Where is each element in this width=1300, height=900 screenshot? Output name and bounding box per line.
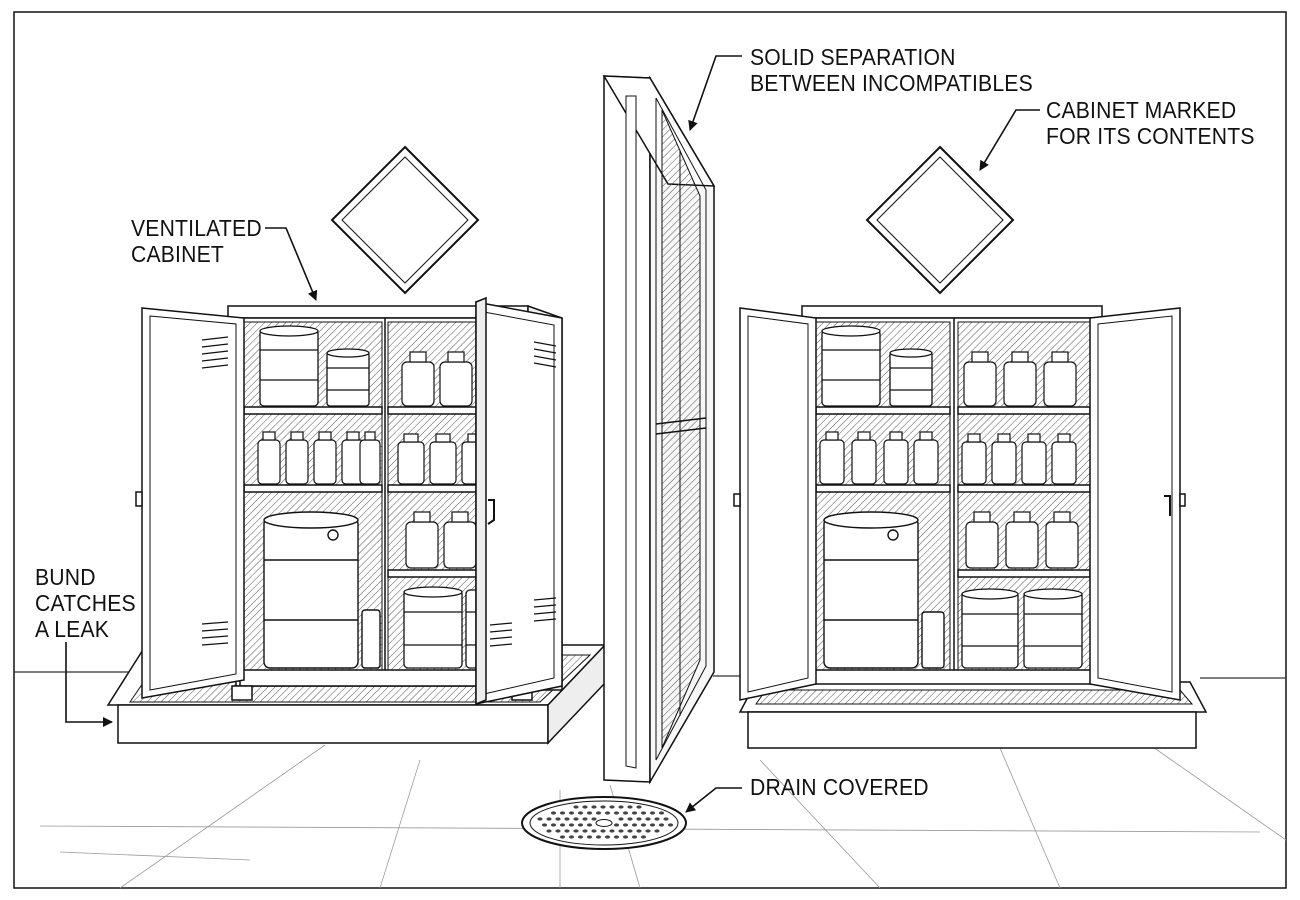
door-right-cabinet-right xyxy=(1089,307,1186,701)
bottles-mid-left-right-cabinet xyxy=(819,431,939,485)
label-ventilated-line-2: CABINET xyxy=(131,241,225,267)
label-ventilated: VENTILATED CABINET xyxy=(131,215,262,267)
drums-top-left xyxy=(259,325,370,407)
label-bund-line-2: CATCHES xyxy=(35,590,136,616)
hazard-placard-right xyxy=(865,145,1015,295)
door-left-cabinet-left xyxy=(135,307,245,699)
floor-drain xyxy=(521,796,687,850)
drum-bottom-left xyxy=(263,511,381,669)
bund-leader xyxy=(65,642,113,727)
door-left-cabinet-right xyxy=(733,307,817,701)
leader-lines xyxy=(65,55,1040,813)
bund-tray-right xyxy=(738,681,1208,749)
cabinet-left xyxy=(135,296,563,706)
bottles-mid-left xyxy=(257,431,381,485)
label-marked-line-1: CABINET MARKED xyxy=(1046,97,1237,123)
ventilated-leader xyxy=(265,227,318,301)
label-bund-line-1: BUND xyxy=(35,564,96,590)
label-marked: CABINET MARKED FOR ITS CONTENTS xyxy=(1046,97,1255,149)
drain-leader xyxy=(685,787,742,813)
label-separation-line-1: SOLID SEPARATION xyxy=(750,44,956,70)
drums-bottom-right-right-cabinet xyxy=(961,588,1083,669)
label-drain-line-1: DRAIN COVERED xyxy=(750,774,929,800)
label-drain: DRAIN COVERED xyxy=(750,774,929,800)
bottles-mid-right-right-cabinet xyxy=(961,433,1077,485)
cabinet-right xyxy=(733,305,1186,701)
page-frame xyxy=(13,11,1287,889)
label-marked-line-2: FOR ITS CONTENTS xyxy=(1046,123,1255,149)
label-ventilated-line-1: VENTILATED xyxy=(131,215,262,241)
marked-leader xyxy=(979,109,1040,171)
label-separation-line-2: BETWEEN INCOMPATIBLES xyxy=(750,70,1033,96)
hazard-placard-left xyxy=(330,145,480,295)
bottles-low-right-right-cabinet xyxy=(965,511,1079,569)
bottles-top-right-right-cabinet xyxy=(963,351,1077,407)
drums-top-right-cabinet xyxy=(821,325,933,407)
separation-leader xyxy=(688,55,742,131)
partition-wall xyxy=(602,75,716,785)
label-bund-line-3: A LEAK xyxy=(35,616,110,642)
door-right-cabinet-left xyxy=(475,296,563,706)
label-separation: SOLID SEPARATION BETWEEN INCOMPATIBLES xyxy=(750,44,1033,96)
drum-bottom-left-right-cabinet xyxy=(823,511,945,669)
bottles-low-right-left-cabinet xyxy=(405,511,477,569)
label-bund: BUND CATCHES A LEAK xyxy=(35,564,136,642)
